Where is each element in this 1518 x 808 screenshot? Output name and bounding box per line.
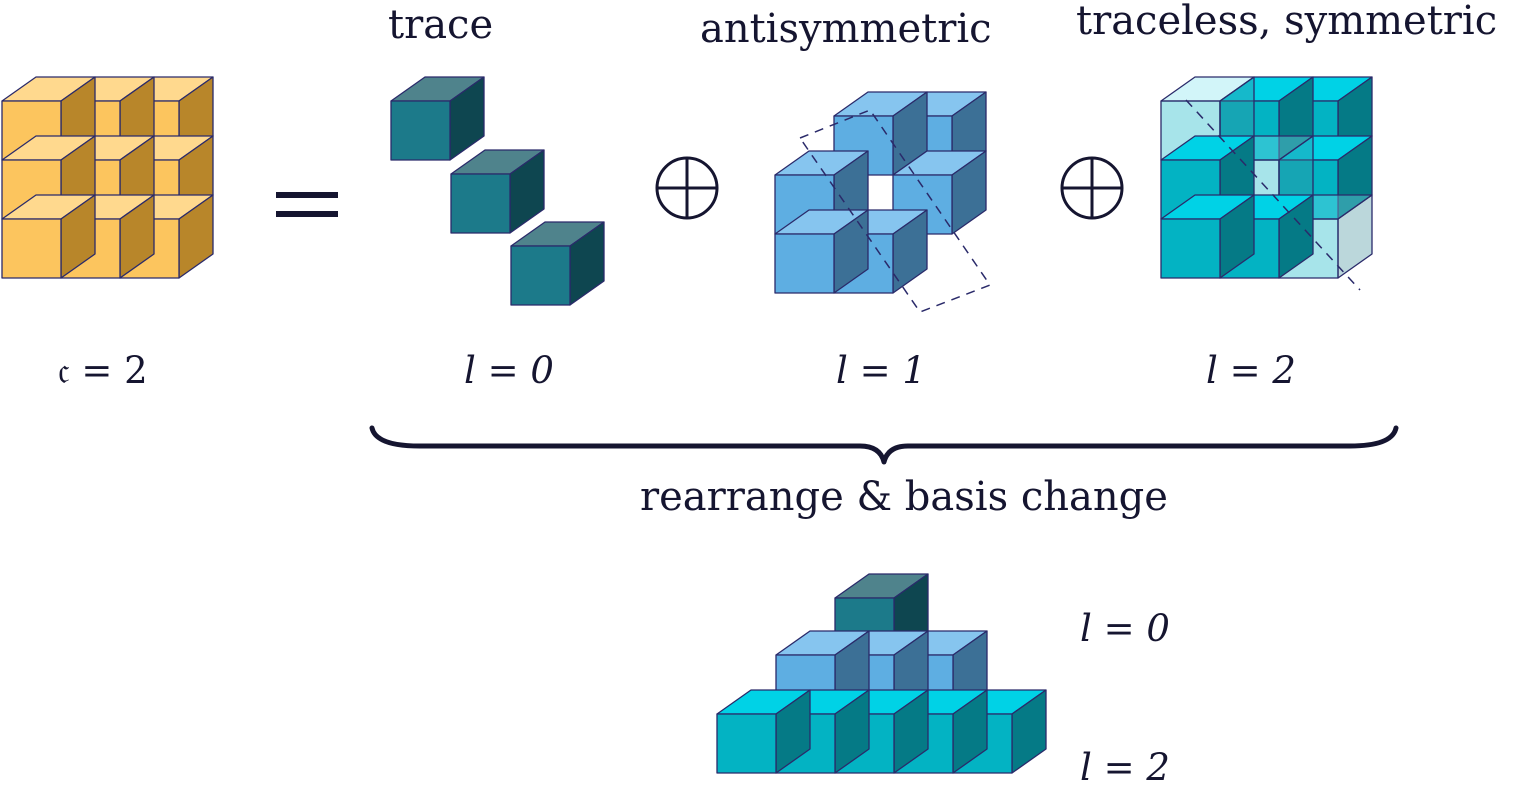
label-l2: l = 2 (1206, 349, 1296, 392)
diagonal-dashed-outline (798, 109, 992, 313)
cube (1219, 76, 1314, 161)
label-l0: l = 0 (464, 349, 554, 392)
cube-front-face (716, 713, 777, 774)
cube (1, 194, 96, 279)
rearranged-block (716, 573, 1047, 774)
label-input: 𝔠 = 2 (58, 349, 148, 392)
oplus-icon (655, 156, 719, 220)
cube-front-face (1160, 218, 1221, 279)
cube-front-face (390, 100, 451, 161)
cube-front-face (1, 218, 62, 279)
title-trace: trace (388, 2, 493, 48)
cube-front-face (450, 173, 511, 234)
trace-block (390, 76, 605, 306)
title-antisymmetric: antisymmetric (700, 6, 992, 52)
label-bottom-l2: l = 2 (1080, 746, 1170, 789)
traceless-symmetric-block (1160, 76, 1373, 291)
label-bottom-l0: l = 0 (1080, 607, 1170, 650)
diagonal-dashed-line (1185, 99, 1361, 291)
cube (390, 76, 485, 161)
cube-front-face (774, 233, 835, 294)
curly-brace (369, 425, 1399, 465)
equals-sign (276, 192, 338, 217)
cube (774, 209, 869, 294)
antisymmetric-block (774, 91, 992, 313)
brace-caption: rearrange & basis change (640, 474, 1168, 520)
title-traceless-symmetric: traceless, symmetric (1076, 0, 1497, 44)
cube-front-face (510, 245, 571, 306)
input-tensor-block (1, 76, 214, 279)
cube (1160, 194, 1255, 279)
oplus-icon (1060, 156, 1124, 220)
cube (510, 221, 605, 306)
cube (716, 689, 811, 774)
label-l1: l = 1 (836, 349, 926, 392)
cube (450, 149, 545, 234)
